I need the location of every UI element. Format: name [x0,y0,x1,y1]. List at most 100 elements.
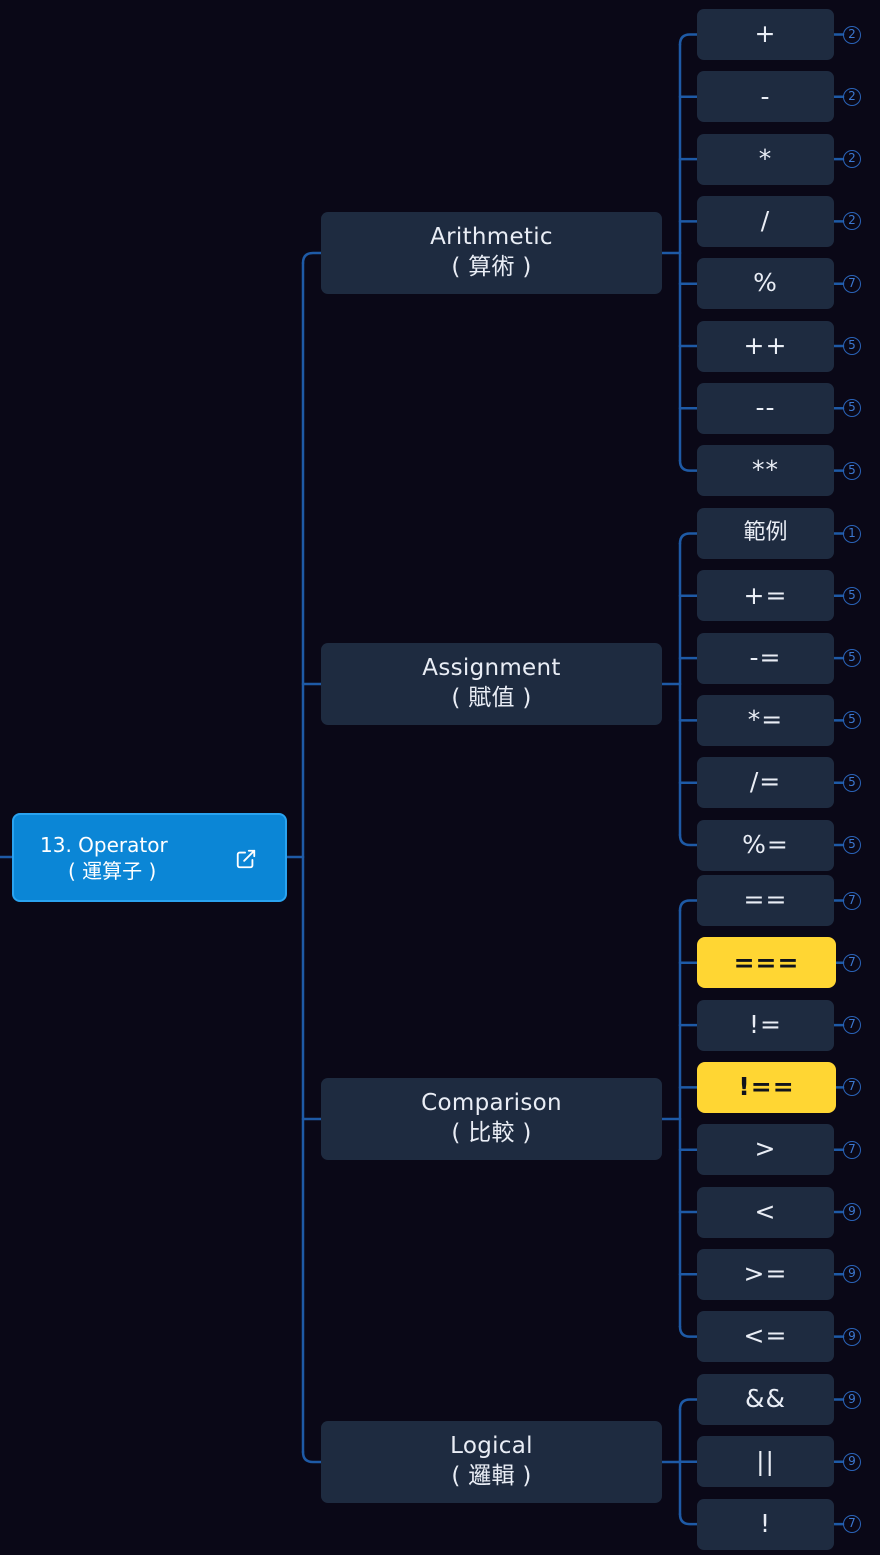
count-badge[interactable]: 2 [843,25,861,44]
count-badge[interactable]: 2 [843,150,861,169]
count-badge[interactable]: 5 [843,337,861,355]
operator-label: >= [743,1259,788,1289]
category-title: Comparison [421,1090,562,1117]
count-badge[interactable]: 5 [843,649,861,668]
operator-label: && [745,1384,786,1414]
count-badge[interactable]: 9 [843,1390,861,1409]
operator-label: - [760,81,771,111]
count-badge[interactable]: 5 [843,711,861,730]
operator-node[interactable]: /= [697,757,834,809]
count-badge[interactable]: 5 [843,586,861,605]
count-badge[interactable]: 9 [843,1265,861,1284]
operator-node[interactable]: > [697,1124,834,1176]
operator-node[interactable]: <= [697,1311,834,1363]
count-badge[interactable]: 7 [843,1078,861,1097]
operator-label: 範例 [743,520,788,546]
operator-label: += [743,580,788,610]
operator-node[interactable]: *= [697,694,834,746]
operator-node[interactable]: * [697,133,834,185]
count-badge[interactable]: 5 [843,461,861,480]
operator-label: !== [738,1072,795,1102]
operator-label: < [754,1196,777,1226]
operator-label: + [754,19,777,49]
count-badge[interactable]: 5 [843,773,861,792]
operator-label: <= [743,1321,788,1351]
category-subtitle: ( 算術 ) [451,254,532,280]
count-badge[interactable]: 5 [843,399,861,418]
operator-node[interactable]: - [697,71,834,123]
operator-node[interactable]: ++ [697,320,834,372]
operator-node[interactable]: + [697,9,834,60]
operator-label: == [743,885,788,915]
operator-label: % [753,268,778,298]
connector-line [678,459,699,472]
category-node-comparison[interactable]: Comparison ( 比較 ) [321,1078,662,1160]
category-title: Arithmetic [430,224,553,251]
operator-label: -= [749,642,782,672]
count-badge[interactable]: 5 [843,836,861,854]
count-badge[interactable]: 7 [843,891,861,910]
operator-node[interactable]: < [697,1186,834,1238]
external-link-icon[interactable] [235,848,257,870]
count-badge[interactable]: 1 [843,524,861,543]
count-badge[interactable]: 7 [843,1515,861,1534]
operator-node[interactable]: || [697,1436,834,1488]
connector-line [678,833,699,847]
count-badge[interactable]: 2 [843,212,861,231]
operator-label: ** [752,455,779,485]
count-badge[interactable]: 7 [843,1016,861,1035]
operator-label: > [754,1134,777,1164]
connector-line [678,1512,699,1526]
operator-node[interactable]: === [697,937,836,989]
connector-line [678,1325,699,1338]
category-node-arithmetic[interactable]: Arithmetic ( 算術 ) [321,212,662,294]
count-badge[interactable]: 7 [843,1140,861,1159]
category-node-logical[interactable]: Logical ( 邏輯 ) [321,1421,662,1503]
operator-node[interactable]: && [697,1374,834,1425]
operator-label: === [733,947,800,977]
operator-node[interactable]: == [697,875,834,926]
operator-label: *= [747,705,784,735]
category-title: Assignment [422,655,561,682]
operator-node[interactable]: !== [697,1061,836,1113]
operator-label: / [760,206,771,236]
count-badge[interactable]: 7 [843,953,861,972]
operator-node[interactable]: >= [697,1248,834,1300]
connector-line [678,532,699,545]
operator-label: -- [755,393,776,423]
count-badge[interactable]: 9 [843,1327,861,1346]
connector-line [301,251,323,265]
operator-node[interactable]: % [697,258,834,310]
operator-node[interactable]: != [697,999,834,1051]
category-subtitle: ( 邏輯 ) [451,1463,532,1489]
operator-node[interactable]: ! [697,1498,834,1550]
category-subtitle: ( 比較 ) [451,1120,532,1146]
operator-label: != [749,1009,782,1039]
count-badge[interactable]: 2 [843,87,861,106]
operator-label: || [756,1446,775,1476]
operator-node[interactable]: 範例 [697,508,834,559]
operator-node[interactable]: ** [697,445,834,497]
category-title: Logical [450,1433,533,1460]
category-subtitle: ( 賦值 ) [451,685,532,711]
operator-node[interactable]: %= [697,819,834,871]
count-badge[interactable]: 9 [843,1203,861,1221]
connector-line [678,899,699,912]
root-subtitle: ( 運算子 ) [68,858,157,883]
count-badge[interactable]: 9 [843,1452,861,1471]
category-node-assignment[interactable]: Assignment ( 賦值 ) [321,643,662,725]
operator-node[interactable]: -- [697,382,834,434]
operator-label: %= [742,829,789,859]
count-badge[interactable]: 7 [843,274,861,293]
operator-label: ++ [743,330,788,360]
operator-label: /= [749,767,782,797]
root-node-operator[interactable]: 13. Operator ( 運算子 ) [12,813,287,902]
root-title: 13. Operator [40,832,168,857]
connector-line [678,33,699,46]
operator-node[interactable]: / [697,195,834,247]
operator-node[interactable]: += [697,570,834,622]
operator-node[interactable]: -= [697,632,834,684]
connector-line [678,1398,699,1411]
operator-label: ! [759,1508,772,1538]
